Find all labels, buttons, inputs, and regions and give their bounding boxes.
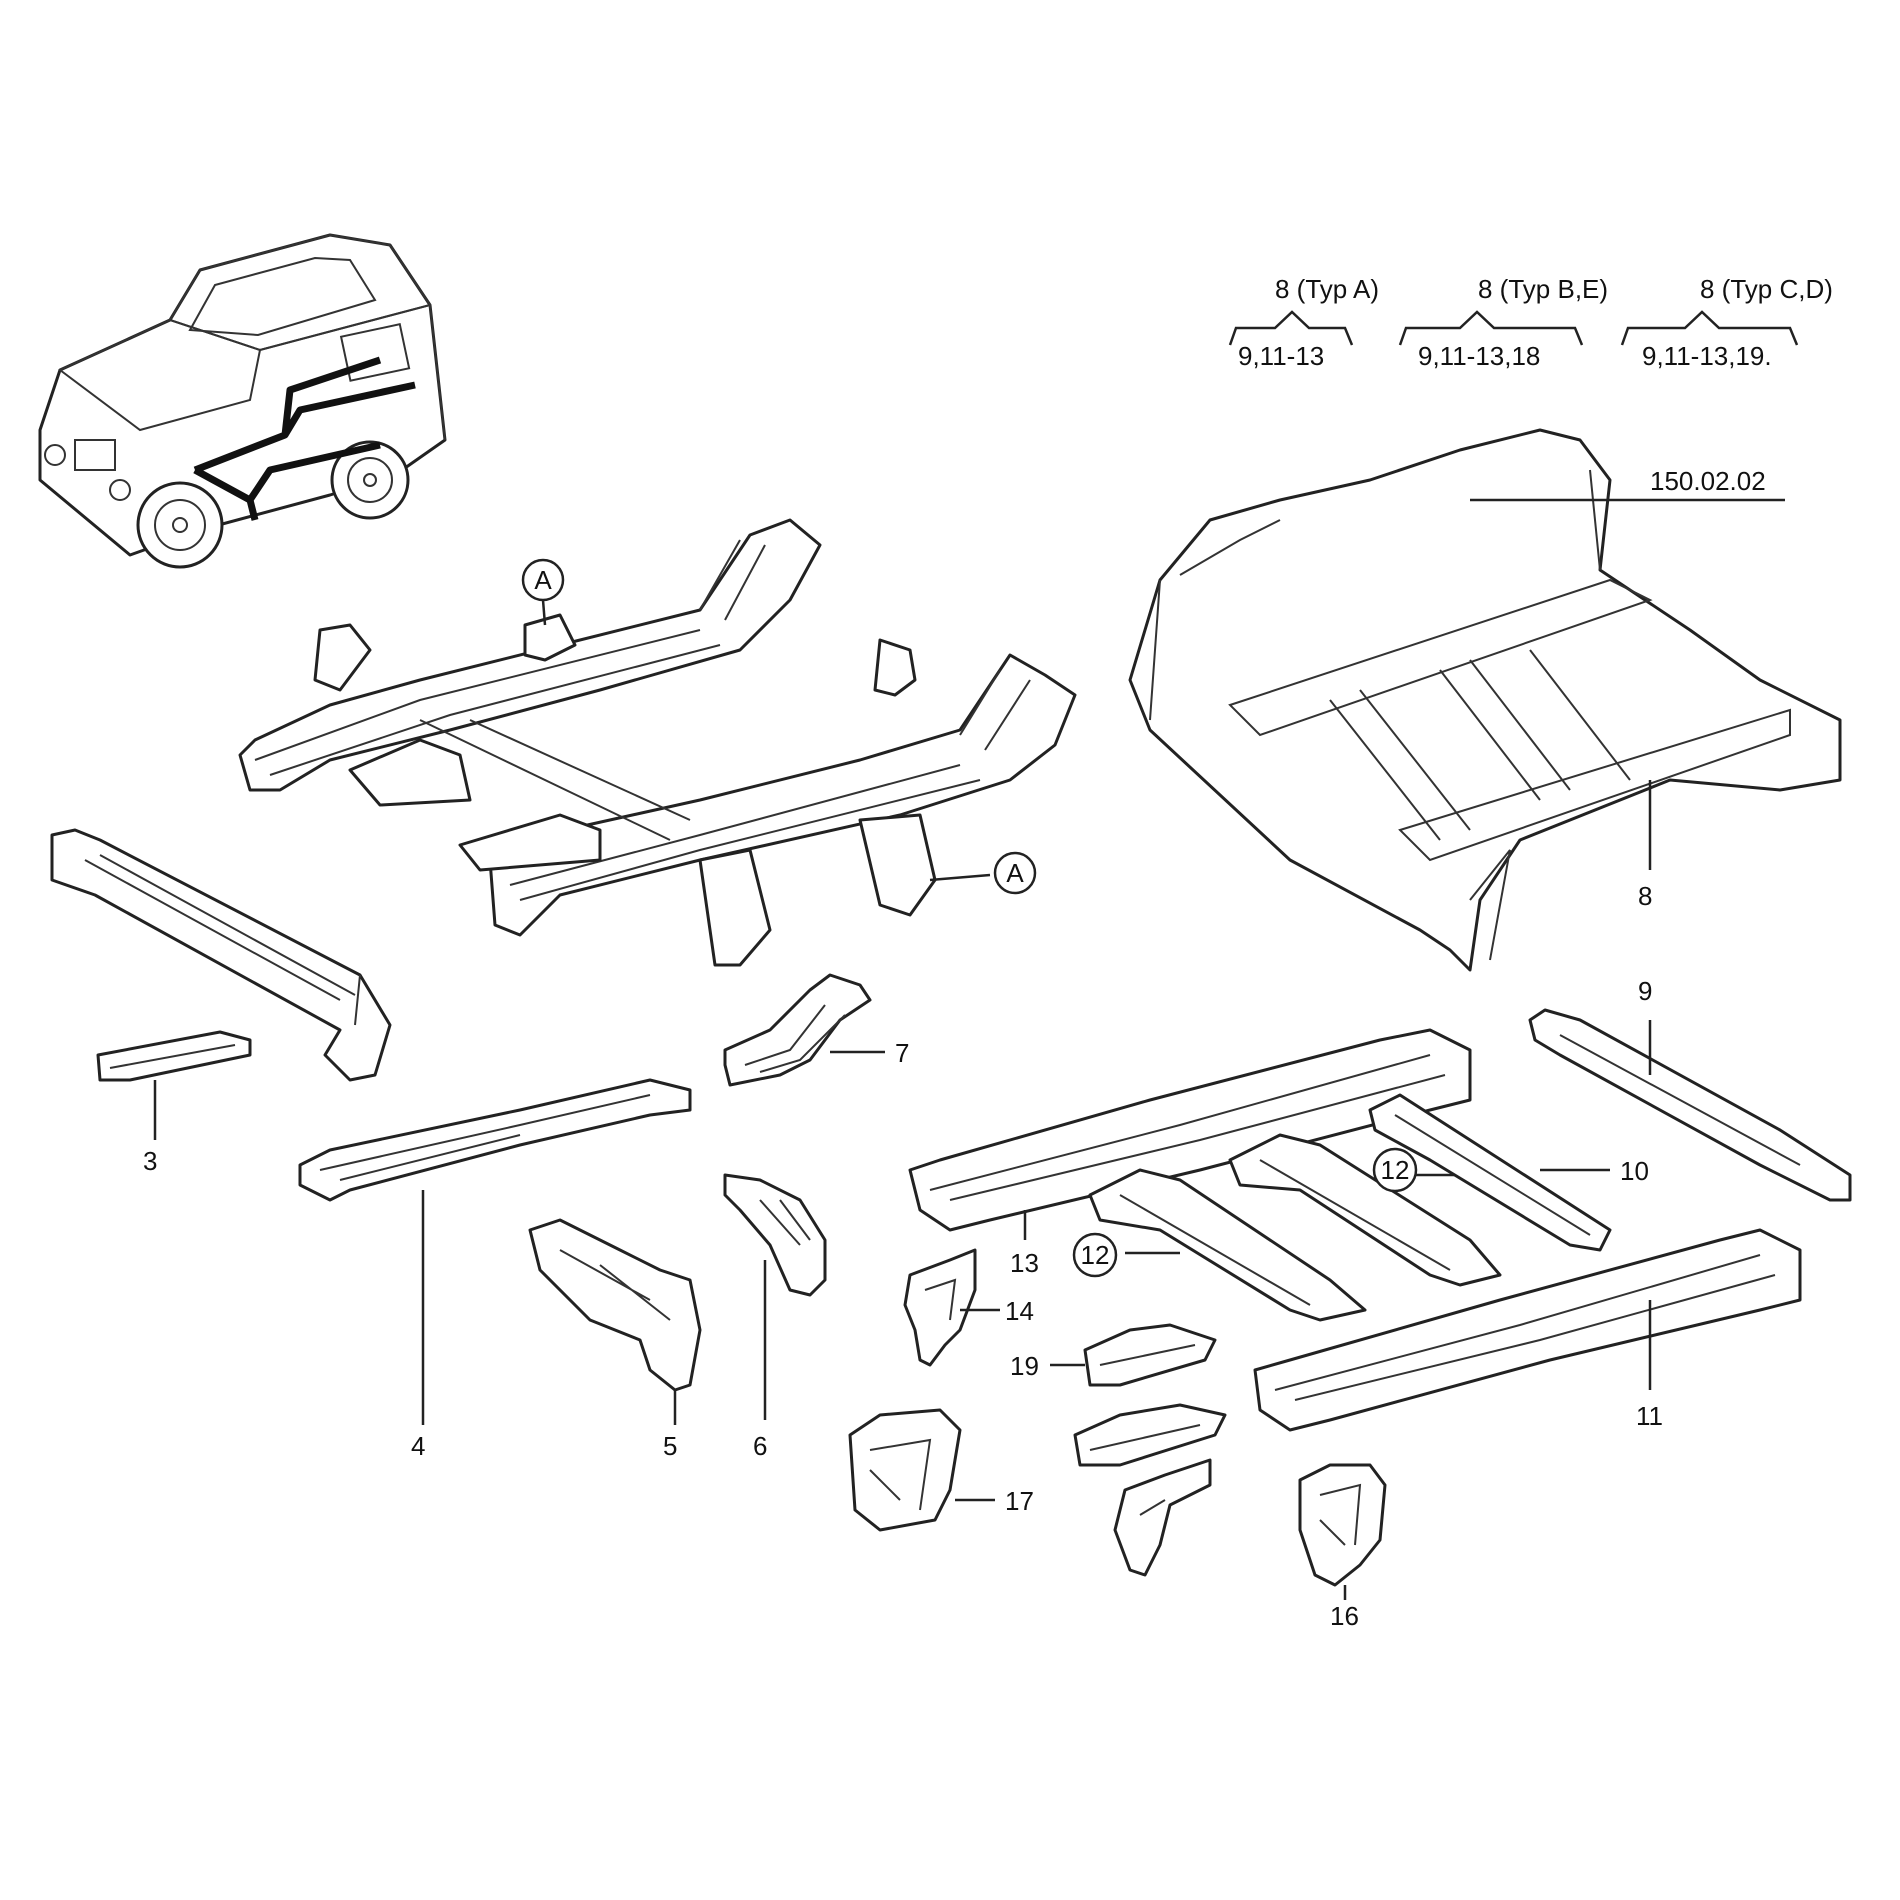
svg-text:8 (Typ A): 8 (Typ A)	[1275, 274, 1379, 304]
svg-text:8 (Typ C,D): 8 (Typ C,D)	[1700, 274, 1833, 304]
vehicle-overview-sketch	[38, 233, 447, 569]
part-11-floor-member	[1253, 1228, 1802, 1432]
svg-text:9,11-13,19.: 9,11-13,19.	[1642, 341, 1772, 371]
part-19-bracket	[1083, 1323, 1217, 1387]
callout-8: 8	[1638, 881, 1652, 911]
svg-text:8 (Typ B,E): 8 (Typ B,E)	[1478, 274, 1608, 304]
callout-13: 13	[1010, 1248, 1039, 1278]
circled-mark-a-lower: A	[993, 851, 1037, 895]
part-3-bracket	[96, 1030, 252, 1082]
svg-text:A: A	[1006, 858, 1024, 888]
part-6-bracket	[723, 1173, 827, 1297]
part-3-rocker-panel	[50, 828, 392, 1082]
part-18-bracket	[1073, 1403, 1227, 1467]
part-8-floor-assembly	[1128, 428, 1842, 972]
callout-16: 16	[1330, 1601, 1359, 1631]
part-10-cross-member	[1368, 1093, 1612, 1252]
part-support-bracket	[1113, 1458, 1212, 1577]
leader-lines	[153, 498, 1785, 1600]
part-12-cross-member-lower	[1088, 1168, 1367, 1322]
svg-text:9,11-13,18: 9,11-13,18	[1418, 341, 1540, 371]
type-group-c-d: 8 (Typ C,D) 9,11-13,19.	[1620, 274, 1833, 371]
circled-mark-a-upper: A	[521, 558, 565, 602]
frame-assembly	[238, 518, 1077, 967]
callout-3: 3	[143, 1146, 157, 1176]
svg-text:9,11-13: 9,11-13	[1238, 341, 1324, 371]
callout-4: 4	[411, 1431, 425, 1461]
callout-6: 6	[753, 1431, 767, 1461]
part-4-longitudinal-member	[298, 1078, 692, 1202]
callout-10: 10	[1620, 1156, 1649, 1186]
svg-text:12: 12	[1081, 1240, 1110, 1270]
reference-number: 150.02.02	[1650, 466, 1766, 496]
type-group-b-e: 8 (Typ B,E) 9,11-13,18	[1398, 274, 1608, 371]
svg-text:A: A	[534, 565, 552, 595]
part-16-corner-bracket	[1298, 1463, 1387, 1587]
callout-14: 14	[1005, 1296, 1034, 1326]
callout-labels: 3 4 5 6 7 8 9 10 11 13 14 16 17 19	[143, 881, 1663, 1631]
callout-5: 5	[663, 1431, 677, 1461]
part-9-sill-strip	[1528, 1008, 1852, 1202]
part-17-box-bracket	[848, 1408, 962, 1532]
circled-mark-12-lower: 12	[1072, 1232, 1118, 1278]
part-7-bracket	[723, 973, 872, 1087]
callout-17: 17	[1005, 1486, 1034, 1516]
callout-11: 11	[1636, 1401, 1663, 1431]
part-13-floor-member	[908, 1028, 1472, 1232]
callout-9: 9	[1638, 976, 1652, 1006]
part-5-support	[528, 1218, 702, 1392]
part-14-corner-bracket	[903, 1248, 977, 1367]
type-group-a: 8 (Typ A) 9,11-13	[1228, 274, 1379, 371]
svg-text:12: 12	[1381, 1155, 1410, 1185]
circled-mark-12-upper: 12	[1372, 1147, 1418, 1193]
callout-19: 19	[1010, 1351, 1039, 1381]
callout-7: 7	[895, 1038, 909, 1068]
part-12-cross-member-upper	[1228, 1133, 1502, 1287]
